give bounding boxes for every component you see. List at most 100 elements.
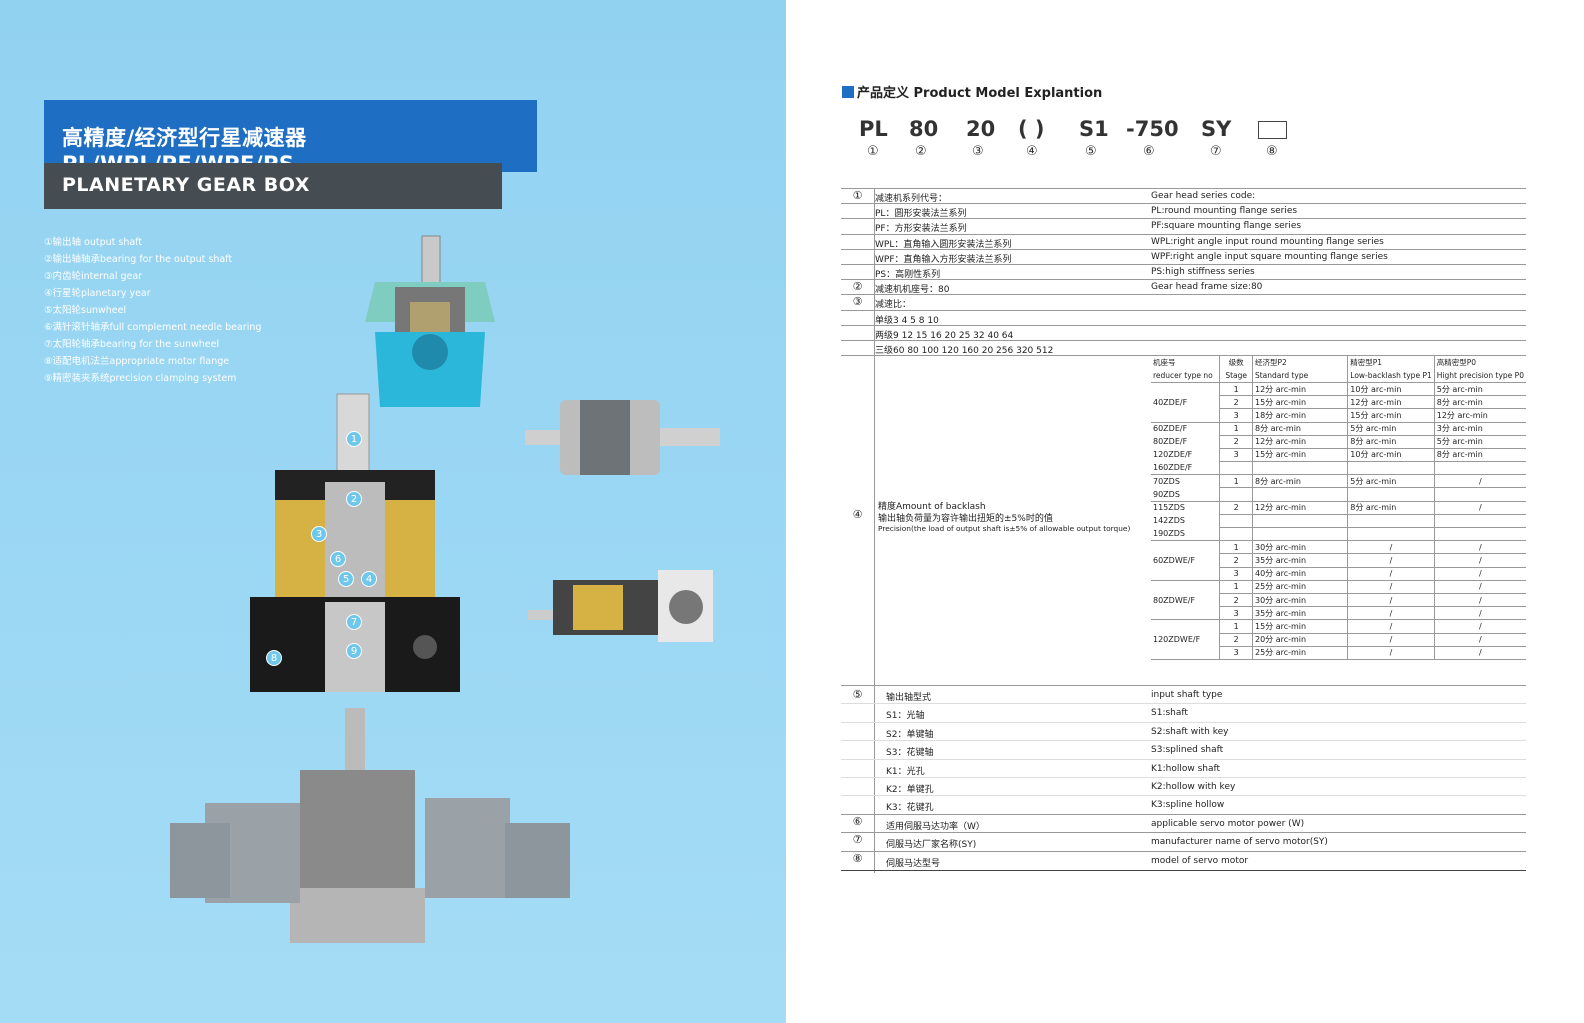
- code-part-8-box: [1258, 121, 1287, 139]
- spec-cn: 减速比：: [875, 300, 912, 311]
- title-english: PLANETARY GEAR BOX: [44, 163, 502, 209]
- spec-cn: 输出轴型式: [886, 693, 932, 704]
- part-item: ⑧适配电机法兰appropriate motor flange: [44, 356, 230, 367]
- spec-en: Gear head series code:: [1151, 191, 1256, 201]
- backlash-cell: 15分 arc-min: [1251, 619, 1348, 634]
- callout-4: 4: [361, 571, 377, 587]
- backlash-cell: 8分 arc-min: [1433, 395, 1526, 410]
- backlash-header-cell: Standard type: [1251, 369, 1348, 383]
- backlash-header-cell: 级数: [1219, 356, 1253, 370]
- spec-cn: WPL：直角输入圆形安装法兰系列: [875, 239, 1012, 250]
- backlash-cell: /: [1433, 646, 1526, 660]
- backlash-cell: [1251, 514, 1348, 529]
- part-item: ②输出轴轴承bearing for the output shaft: [44, 254, 233, 265]
- backlash-label-cn2: 输出轴负荷量为容许输出扭矩的±5%时的值: [878, 514, 1053, 525]
- backlash-header-cell: Hight precision type P0: [1433, 369, 1526, 383]
- spec-index: ③: [852, 295, 863, 309]
- backlash-cell: 120ZDWE/F: [1153, 635, 1201, 645]
- spec-section-backlash: ④ 精度Amount of backlash 输出轴负荷量为容许输出扭矩的±5%…: [841, 356, 1526, 687]
- spec-cn: PF：方形安装法兰系列: [875, 224, 967, 235]
- spec-row-shaft: ⑤ 输出轴型式 input shaft type: [841, 686, 1526, 705]
- backlash-cell: 115ZDS: [1153, 503, 1185, 513]
- gearbox-side-image: [525, 400, 720, 475]
- spec-row-power: ⑥ 适用伺服马达功率（W） applicable servo motor pow…: [841, 815, 1526, 834]
- spec-row-ratio: 单级3 4 5 8 10: [841, 311, 1526, 326]
- backlash-cell: [1433, 527, 1526, 542]
- code-part-6: -750: [1126, 117, 1179, 141]
- backlash-cell: /: [1433, 474, 1526, 489]
- part-item: ①输出轴 output shaft: [44, 237, 143, 248]
- backlash-cell: [1347, 461, 1435, 476]
- backlash-cell: [1251, 461, 1348, 476]
- backlash-cell: 70ZDS: [1153, 477, 1180, 487]
- backlash-cell: 8分 arc-min: [1347, 435, 1435, 449]
- backlash-cell: 15分 arc-min: [1251, 395, 1348, 410]
- spec-en: K2:hollow with key: [1151, 782, 1236, 793]
- spec-cn: 单级3 4 5 8 10: [875, 315, 939, 326]
- backlash-cell: 12分 arc-min: [1251, 501, 1348, 515]
- spec-index: ⑤: [852, 688, 863, 702]
- backlash-cell: 8分 arc-min: [1347, 501, 1435, 515]
- backlash-cell: 5分 arc-min: [1347, 474, 1435, 489]
- backlash-cell: 10分 arc-min: [1347, 382, 1435, 397]
- part-item: ⑥满针滚针轴承full complement needle bearing: [44, 322, 262, 333]
- code-index-1: ①: [867, 144, 879, 159]
- backlash-cell: /: [1433, 593, 1526, 608]
- spec-row-model: ⑧ 伺服马达型号 model of servo motor: [841, 852, 1526, 871]
- gearbox-top-image: [365, 235, 495, 407]
- square-bullet-icon: [842, 86, 854, 98]
- backlash-cell: 1: [1219, 540, 1253, 555]
- spec-row-frame: ② 减速机机座号：80 Gear head frame size:80: [841, 280, 1526, 296]
- backlash-cell: 80ZDWE/F: [1153, 595, 1196, 605]
- backlash-cell: 60ZDWE/F: [1153, 555, 1196, 565]
- backlash-cell: 1: [1219, 619, 1253, 634]
- backlash-cell: 3: [1219, 408, 1253, 423]
- backlash-cell: [1219, 527, 1253, 542]
- callout-1: 1: [346, 431, 362, 447]
- spec-cn: 减速机机座号：80: [875, 285, 950, 296]
- spec-cn: 减速机系列代号：: [875, 194, 948, 204]
- part-item: ⑨精密装夹系统precision clamping system: [44, 373, 237, 384]
- backlash-cell: 25分 arc-min: [1251, 646, 1348, 660]
- code-index-8: ⑧: [1266, 144, 1278, 159]
- spec-cn: WPF：直角输入方形安装法兰系列: [875, 254, 1012, 265]
- section-title: 产品定义 Product Model Explantion: [842, 82, 1102, 101]
- backlash-cell: [1219, 461, 1253, 476]
- section-title-text: 产品定义 Product Model Explantion: [857, 86, 1103, 101]
- backlash-cell: [1151, 646, 1220, 660]
- gearbox-right-angle-image: [528, 570, 713, 642]
- spec-en: Gear head frame size:80: [1151, 282, 1263, 293]
- code-index-6: ⑥: [1143, 144, 1155, 159]
- backlash-cell: 1: [1219, 422, 1253, 436]
- spec-cn: PL：圆形安装法兰系列: [875, 209, 967, 220]
- spec-index: ②: [852, 280, 863, 294]
- code-index-3: ③: [972, 144, 984, 159]
- backlash-cell: 142ZDS: [1153, 516, 1185, 526]
- backlash-cell: [1433, 487, 1526, 502]
- spec-en: input shaft type: [1151, 690, 1223, 701]
- spec-cn: K2：单键孔: [886, 785, 934, 796]
- backlash-cell: 12分 arc-min: [1251, 435, 1348, 449]
- callout-3: 3: [311, 526, 327, 542]
- code-part-5: S1: [1079, 117, 1109, 141]
- spec-index: ⑧: [852, 851, 863, 865]
- spec-index: ⑥: [852, 814, 863, 828]
- callout-7: 7: [346, 614, 362, 630]
- backlash-cell: 2: [1219, 633, 1253, 647]
- backlash-cell: 2: [1219, 593, 1253, 608]
